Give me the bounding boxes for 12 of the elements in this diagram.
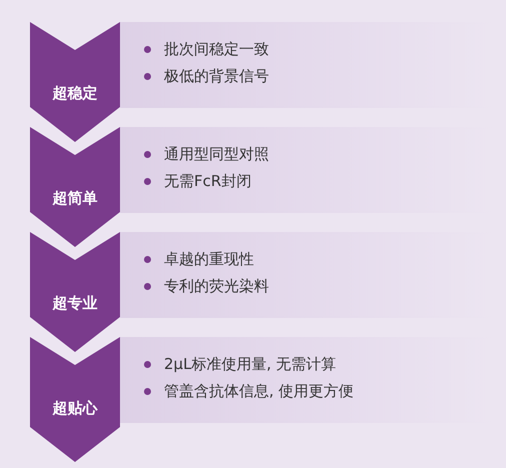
bullet-text: 通用型同型对照	[144, 141, 495, 168]
bullet-text: 批次间稳定一致	[144, 36, 495, 63]
step-label: 超贴心	[52, 399, 99, 418]
step-label: 超稳定	[52, 84, 98, 103]
bullet-text: 专利的荧光染料	[144, 273, 495, 300]
bullet-text: 管盖含抗体信息, 使用更方便	[144, 378, 495, 405]
bullet-text: 极低的背景信号	[144, 63, 495, 90]
step-label: 超简单	[52, 189, 98, 208]
bullet-text: 2μL标准使用量, 无需计算	[144, 351, 495, 378]
bullet-text: 卓越的重现性	[144, 246, 495, 273]
step-label: 超专业	[52, 294, 98, 313]
bullet-text: 无需FcR封闭	[144, 168, 495, 195]
